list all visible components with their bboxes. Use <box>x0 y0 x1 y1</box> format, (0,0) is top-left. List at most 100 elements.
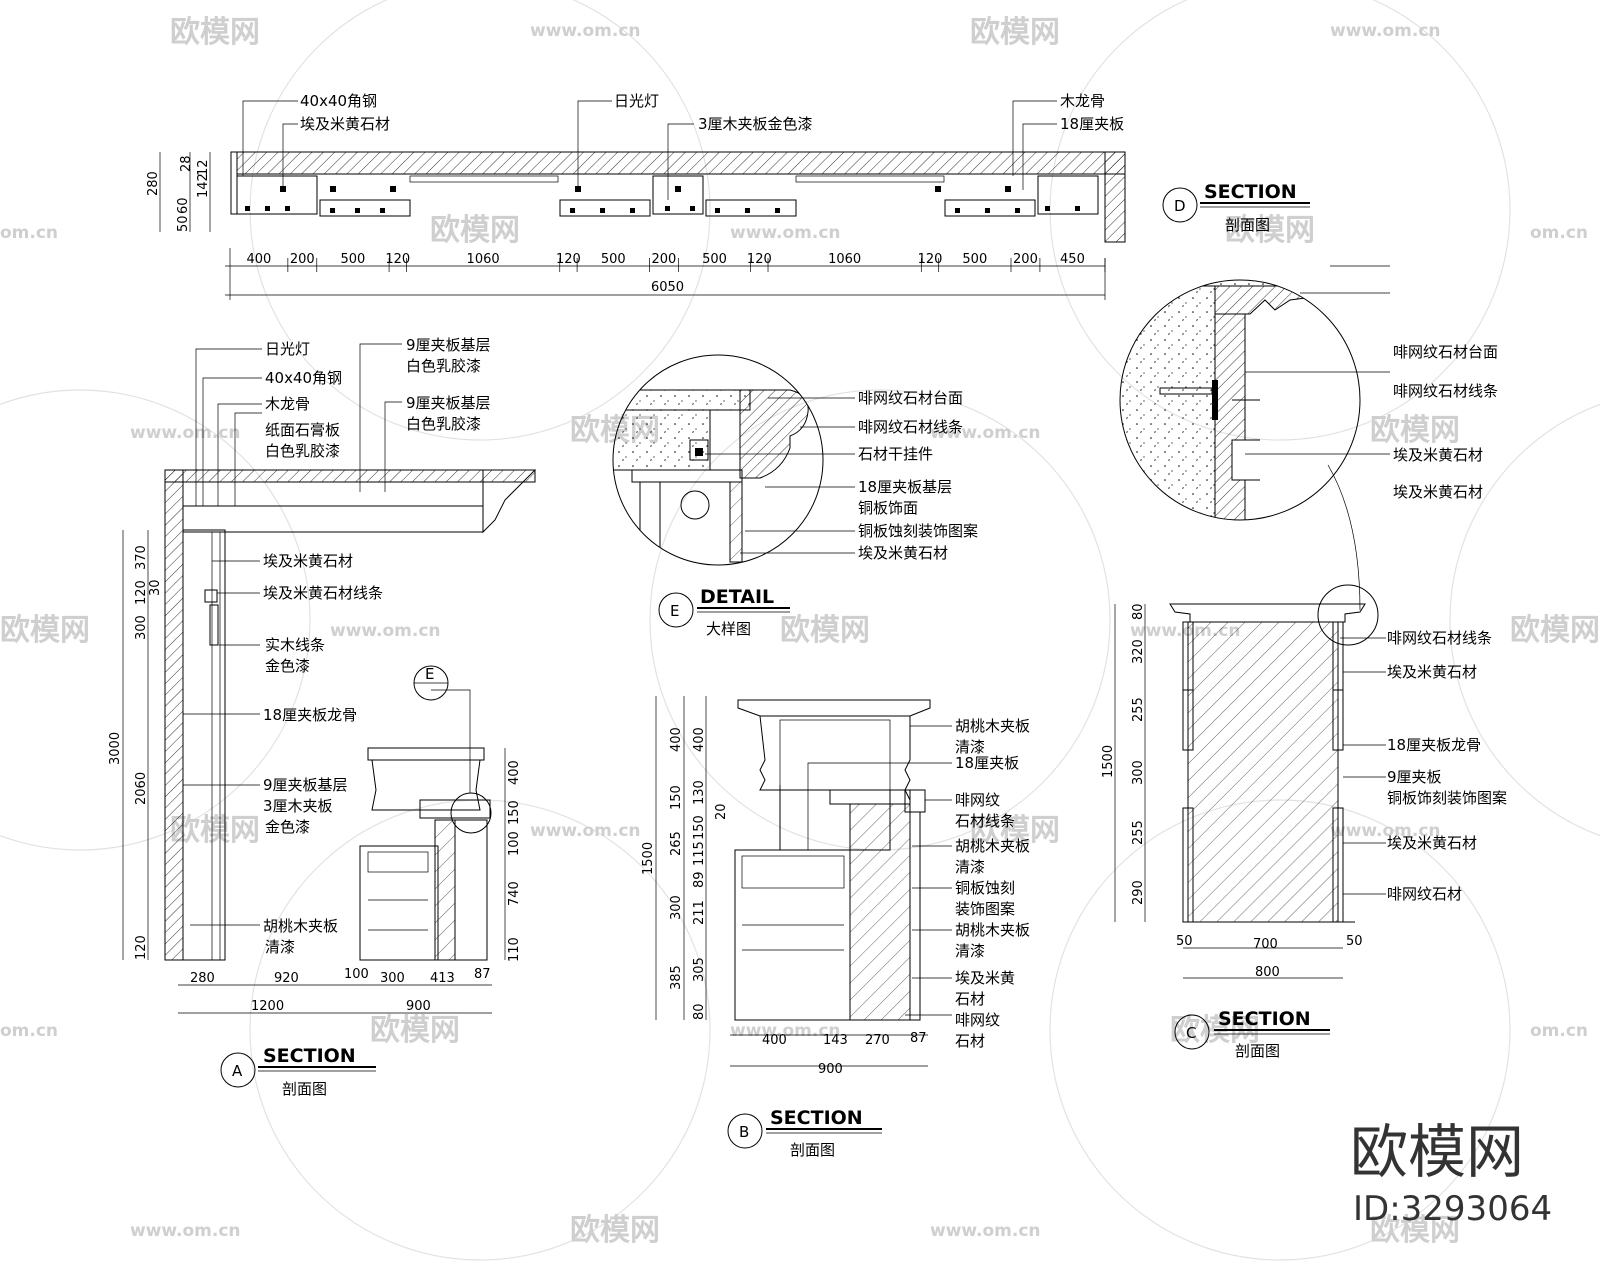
section-c-leaders <box>1340 637 1386 895</box>
dim-d-bottom-13: 200 <box>1013 252 1038 267</box>
brand-logo: 欧模网 <box>1350 1118 1524 1186</box>
watermark-site: www.om.cn <box>330 621 441 641</box>
label-c-egypt-2: 埃及米黄石材 <box>1393 483 1483 501</box>
watermark-brand: 欧模网 <box>1510 613 1600 648</box>
dim-c-255b: 255 <box>1131 820 1146 845</box>
label-b-etch-2: 装饰图案 <box>955 900 1015 918</box>
label-c-egypt-c: 埃及米黄石材 <box>1387 834 1477 852</box>
dim-a-3000: 3000 <box>108 732 123 765</box>
label-a-base9-c2: 3厘木夹板 <box>263 797 333 815</box>
label-egypt-marble: 埃及米黄石材 <box>300 115 390 133</box>
section-marker-a: A <box>232 1062 243 1080</box>
watermark-site: www.om.cn <box>530 21 641 41</box>
watermark-site: om.cn <box>1530 1021 1588 1041</box>
dim-a-r110: 110 <box>507 937 522 962</box>
detail-e: 啡网纹石材台面 啡网纹石材线条 石材干挂件 18厘夹板基层 铜板饰面 铜板蚀刻装… <box>612 354 978 638</box>
watermark-brand: 欧模网 <box>0 613 90 648</box>
dim-b-m150: 150 <box>669 785 684 810</box>
watermark-site: www.om.cn <box>1330 21 1441 41</box>
section-a-title: SECTION <box>263 1045 356 1067</box>
label-e-copper-etch: 铜板蚀刻装饰图案 <box>858 522 978 540</box>
watermark-site: www.om.cn <box>930 1221 1041 1241</box>
ceiling-box <box>182 505 484 533</box>
detail-e-subtitle: 大样图 <box>706 620 751 638</box>
dim-b-i20: 20 <box>714 803 729 820</box>
dim-c-255a: 255 <box>1131 697 1146 722</box>
watermark-brand: 欧模网 <box>170 15 260 50</box>
watermark-brand: 欧模网 <box>170 813 260 848</box>
dim-b-m400: 400 <box>669 727 684 752</box>
dim-d-left-28: 28 <box>179 155 194 172</box>
label-c-coffee-line-b: 啡网纹石材线条 <box>1387 629 1492 647</box>
watermark-site: www.om.cn <box>130 423 241 443</box>
dim-b-b400: 400 <box>762 1033 787 1048</box>
dim-b-i89: 89 <box>692 871 707 888</box>
dim-a-2060: 2060 <box>134 772 149 805</box>
section-marker-circle <box>1162 187 1198 223</box>
label-c-copper-1: 9厘夹板 <box>1387 768 1442 786</box>
wall-a <box>164 469 184 961</box>
label-a-fluorescent: 日光灯 <box>265 340 310 358</box>
detail-marker-e: E <box>425 665 434 683</box>
label-a-walnut-2: 清漆 <box>265 938 295 956</box>
dim-c-320: 320 <box>1131 639 1146 664</box>
watermark-site: om.cn <box>0 1021 58 1041</box>
dim-a-b300: 300 <box>380 971 405 986</box>
dim-a-total-1200: 1200 <box>251 999 284 1014</box>
dim-d-bottom-2: 500 <box>341 252 366 267</box>
label-e-copper-1: 18厘夹板基层 <box>858 478 952 496</box>
ceiling-a <box>164 469 536 483</box>
section-d: 40x40角钢 埃及米黄石材 日光灯 3厘木夹板金色漆 木龙骨 18厘夹板 40… <box>146 92 1310 300</box>
dim-b-i211: 211 <box>692 900 707 925</box>
label-b-walnut-1a: 胡桃木夹板 <box>955 717 1030 735</box>
dim-b-m385: 385 <box>669 965 684 990</box>
label-a-base9-c3: 金色漆 <box>265 818 310 836</box>
section-marker-d: D <box>1174 197 1186 215</box>
dim-d-total: 6050 <box>651 280 684 295</box>
dim-c-300: 300 <box>1131 760 1146 785</box>
dim-b-i400: 400 <box>692 727 707 752</box>
dim-a-370: 370 <box>134 545 149 570</box>
dim-c-1500: 1500 <box>1101 745 1116 778</box>
detail-e-title: DETAIL <box>700 586 774 608</box>
dim-b-i305: 305 <box>692 957 707 982</box>
label-b-walnut-3a: 胡桃木夹板 <box>955 921 1030 939</box>
dim-b-i80: 80 <box>692 1003 707 1020</box>
coffer-group <box>236 175 1099 217</box>
section-marker-c: C <box>1186 1024 1196 1042</box>
counter-a <box>359 747 491 961</box>
dim-a-r740: 740 <box>507 881 522 906</box>
label-a-base9-b2: 白色乳胶漆 <box>406 415 481 433</box>
label-e-egypt-marble: 埃及米黄石材 <box>858 544 948 562</box>
section-c-top-leaders <box>1245 265 1390 455</box>
section-c-title: SECTION <box>1218 1008 1311 1030</box>
dim-d-bottom-14: 450 <box>1060 252 1085 267</box>
detail-marker-e-title: E <box>670 602 679 620</box>
watermark-site: www.om.cn <box>730 1021 841 1041</box>
label-a-base9-a1: 9厘夹板基层 <box>406 336 491 354</box>
label-b-coffee-line-1: 啡网纹 <box>955 791 1000 809</box>
label-b-walnut-2b: 清漆 <box>955 858 985 876</box>
label-b-egypt-2: 石材 <box>955 990 985 1008</box>
dim-a-b413: 413 <box>430 971 455 986</box>
dim-b-b143: 143 <box>823 1033 848 1048</box>
label-c-keel18: 18厘夹板龙骨 <box>1387 736 1481 754</box>
dim-c-total-800: 800 <box>1255 965 1280 980</box>
label-fluorescent: 日光灯 <box>614 92 659 110</box>
dim-d-left-12: 12 <box>196 159 211 176</box>
dim-d-bottom-7: 200 <box>651 252 676 267</box>
label-a-keel18: 18厘夹板龙骨 <box>263 706 357 724</box>
dim-a-b87: 87 <box>474 967 491 982</box>
label-b-walnut-1b: 清漆 <box>955 738 985 756</box>
label-a-gypsum-1: 纸面石膏板 <box>265 421 340 439</box>
watermark-site: om.cn <box>0 223 58 243</box>
dim-d-bottom-8: 500 <box>702 252 727 267</box>
dim-a-b280: 280 <box>190 971 215 986</box>
dim-d-bottom-6: 500 <box>601 252 626 267</box>
watermark-brand: 欧模网 <box>370 1013 460 1048</box>
wall-cladding <box>182 529 226 961</box>
dim-b-i150: 150 <box>692 815 707 840</box>
